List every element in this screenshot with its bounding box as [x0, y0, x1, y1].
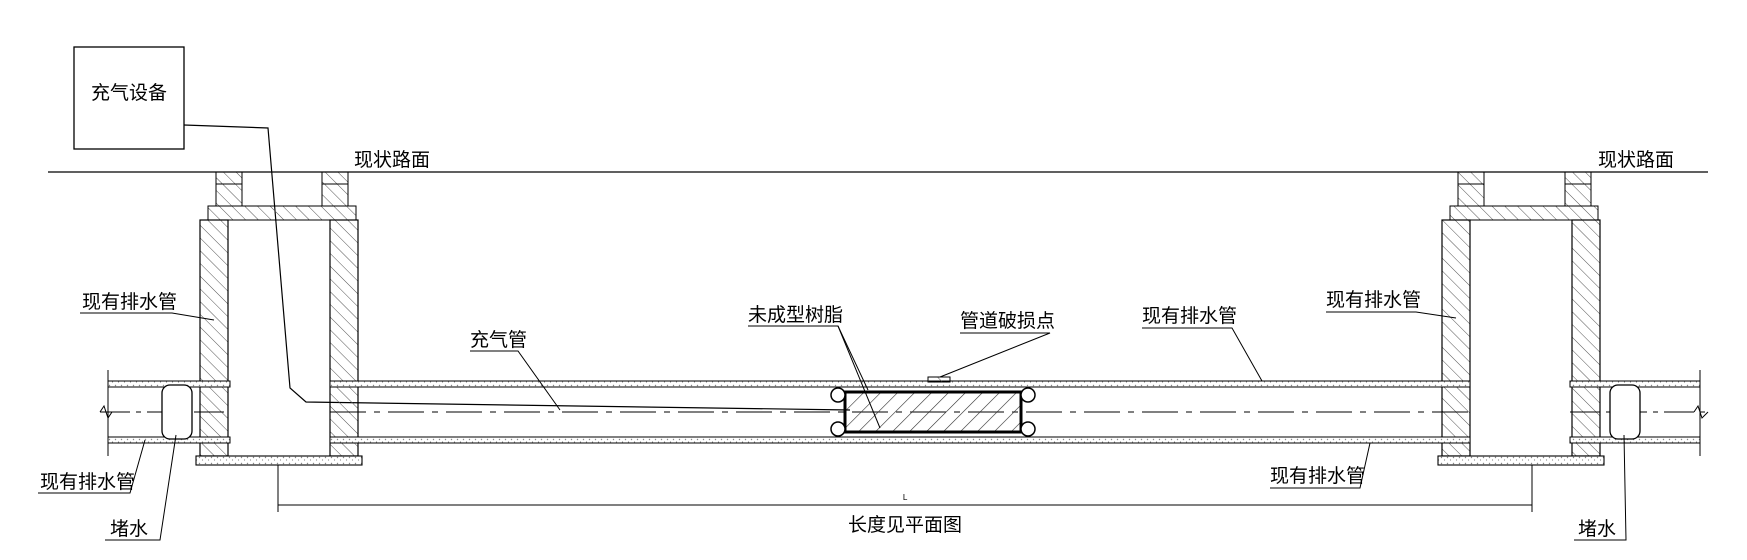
uncured-resin-block — [830, 387, 1036, 437]
dimension-line — [277, 465, 1533, 512]
left-outer-pipe — [99, 370, 231, 456]
existing-drain-shaft-left-label: 现有排水管 — [82, 291, 177, 313]
existing-drain-pipe-bottom-right-label: 现有排水管 — [1270, 465, 1365, 487]
existing-drain-shaft-right-label: 现有排水管 — [1326, 289, 1421, 311]
dimension-symbol: L — [903, 493, 908, 502]
road-surface-label-left: 现状路面 — [354, 149, 430, 171]
road-surface-label-right: 现状路面 — [1598, 149, 1674, 171]
right-outer-pipe — [1569, 370, 1709, 456]
plug-right-label: 堵水 — [1578, 518, 1616, 540]
damage-point-label: 管道破损点 — [960, 310, 1055, 332]
leader-lines — [38, 171, 1672, 541]
existing-drain-pipe-bottom-left-label: 现有排水管 — [40, 471, 135, 493]
plug-right-shape — [1609, 384, 1641, 440]
inflation-tube-label: 充气管 — [470, 329, 527, 351]
inflation-equipment-label: 充气设备 — [91, 82, 167, 104]
length-note-label: 长度见平面图 — [848, 514, 962, 536]
existing-drain-pipe-top-right-label: 现有排水管 — [1142, 305, 1237, 327]
plug-left-shape — [161, 384, 193, 440]
plug-left-label: 堵水 — [110, 518, 148, 540]
right-manhole — [1437, 171, 1605, 466]
inflation-equipment-box — [73, 46, 185, 150]
damage-point-marker — [927, 376, 951, 383]
inflation-line — [183, 124, 851, 411]
uncured-resin-label: 未成型树脂 — [748, 304, 843, 326]
left-manhole — [195, 171, 363, 466]
